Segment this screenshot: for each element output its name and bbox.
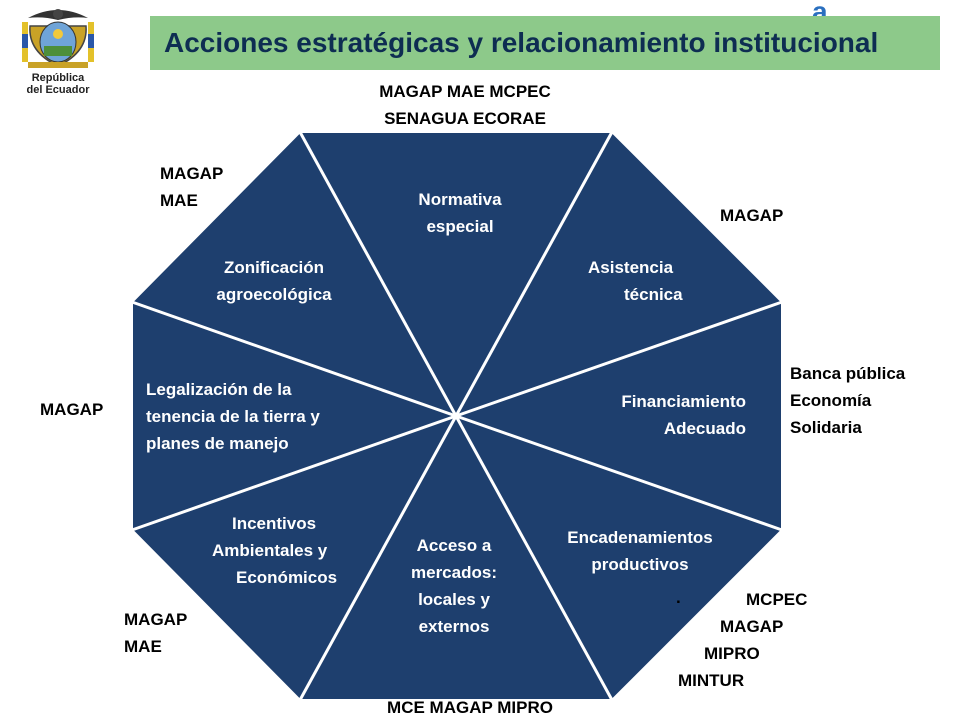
institutions-line: Banca pública: [790, 364, 906, 383]
segment-label-line: planes de manejo: [146, 434, 289, 453]
divider-right-bottom: [455, 414, 783, 532]
institutions-top: MAGAP MAE MCPEC SENAGUA ECORAE: [330, 78, 600, 132]
segment-financiamiento-adecuado: Financiamiento Adecuado: [566, 388, 746, 442]
institutions-line: MIPRO: [704, 644, 760, 663]
institutions-left: MAGAP: [40, 396, 140, 423]
institutions-top-left: MAGAP MAE: [160, 160, 280, 214]
emblem-caption-line2: del Ecuador: [26, 84, 90, 96]
divider-left-bottom: [131, 414, 457, 532]
segment-acceso-mercados: Acceso a mercados: locales y externos: [374, 532, 534, 640]
segment-label-line: Financiamiento: [621, 392, 746, 411]
segment-label-line: tenencia de la tierra y: [146, 407, 320, 426]
institutions-line: MAE: [160, 191, 198, 210]
institutions-line: Solidaria: [790, 418, 862, 437]
emblem-caption-line1: República: [31, 72, 85, 84]
segment-legalizacion: Legalización de la tenencia de la tierra…: [146, 376, 386, 457]
segment-label-line: agroecológica: [216, 285, 332, 304]
institutions-bottom: MCE MAGAP MIPRO: [340, 694, 600, 721]
institutions-line: MAGAP: [720, 617, 784, 636]
institutions-line: MAGAP: [160, 164, 224, 183]
segment-encadenamientos-productivos: Encadenamientos productivos: [540, 524, 740, 578]
institutions-line: MAGAP MAE MCPEC: [379, 82, 551, 101]
bullet-dot: .: [676, 588, 681, 607]
institutions-bottom-right: . MCPEC MAGAP MIPRO MINTUR: [676, 586, 856, 694]
segment-label-line: productivos: [591, 555, 689, 574]
divider-bottom-left: [298, 415, 458, 701]
institutions-line: MAE: [124, 637, 162, 656]
segment-label-line: especial: [426, 217, 494, 236]
coat-of-arms-icon: [22, 9, 94, 68]
institutions-line: SENAGUA ECORAE: [384, 109, 546, 128]
divider-bottom-right: [454, 415, 614, 701]
segment-normativa-especial: Normativa especial: [370, 186, 550, 240]
segment-label-line: Zonificación: [223, 258, 325, 277]
segment-label-line: técnica: [624, 285, 683, 304]
institutions-line: MCE MAGAP MIPRO: [387, 698, 553, 717]
institutions-bottom-left: MAGAP MAE: [124, 606, 244, 660]
segment-label-line: Encadenamientos: [567, 528, 713, 547]
divider-top-left: [298, 131, 458, 417]
divider-right-top: [455, 300, 783, 418]
segment-dividers: [131, 131, 783, 701]
divider-left-top: [131, 300, 457, 418]
institutions-top-right: MAGAP: [720, 202, 840, 229]
institutions-line: MAGAP: [124, 610, 188, 629]
page-title: Acciones estratégicas y relacionamiento …: [164, 27, 879, 58]
segment-zonificacion: Zonificación agroecológica: [194, 254, 354, 308]
segment-label-line: Incentivos: [232, 514, 317, 533]
segment-label-line: locales y: [418, 590, 490, 609]
institutions-line: MAGAP: [40, 400, 104, 419]
segment-label-line: Legalización de la: [146, 380, 292, 399]
segment-label-line: Acceso a: [416, 536, 492, 555]
segment-label-line: externos: [418, 617, 490, 636]
institutions-line: MINTUR: [678, 671, 745, 690]
divider-top-right: [454, 131, 614, 417]
institutions-line: Economía: [790, 391, 872, 410]
segment-label-line: Económicos: [236, 568, 338, 587]
segment-label-line: Adecuado: [663, 419, 746, 438]
segment-incentivos: Incentivos Ambientales y Económicos: [212, 510, 382, 591]
ecuador-coat-of-arms: República del Ecuador: [8, 4, 108, 96]
segment-label-line: Asistencia: [588, 258, 674, 277]
institutions-line-row: . MCPEC: [676, 586, 856, 613]
title-bar: Acciones estratégicas y relacionamiento …: [150, 16, 940, 70]
segment-label-line: Ambientales y: [212, 541, 328, 560]
institutions-line: MAGAP: [720, 206, 784, 225]
segment-label-line: mercados:: [411, 563, 497, 582]
institutions-right: Banca pública Economía Solidaria: [790, 360, 950, 441]
institutions-line: MCPEC: [746, 590, 808, 609]
segment-label-line: Normativa: [418, 190, 502, 209]
segment-asistencia-tecnica: Asistencia técnica: [584, 254, 724, 308]
